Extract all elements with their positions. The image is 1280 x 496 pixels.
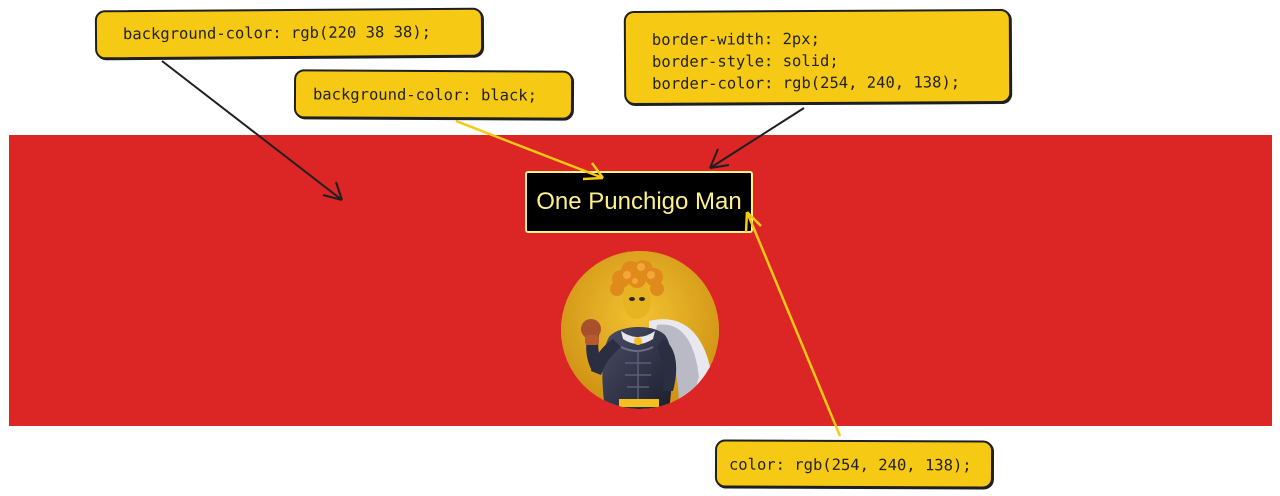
annotation-title-color: color: rgb(254, 240, 138); bbox=[714, 439, 994, 489]
annotation-title-border: border-width: 2px; border-style: solid; … bbox=[623, 8, 1012, 106]
annotation-title-background: background-color: black; bbox=[293, 69, 574, 120]
avatar bbox=[561, 251, 719, 409]
annotation-banner-background: background-color: rgb(220 38 38); bbox=[94, 7, 484, 60]
superhero-figure-icon bbox=[561, 251, 719, 409]
title-text: One Punchigo Man bbox=[536, 188, 742, 215]
title-box: One Punchigo Man bbox=[525, 171, 753, 233]
